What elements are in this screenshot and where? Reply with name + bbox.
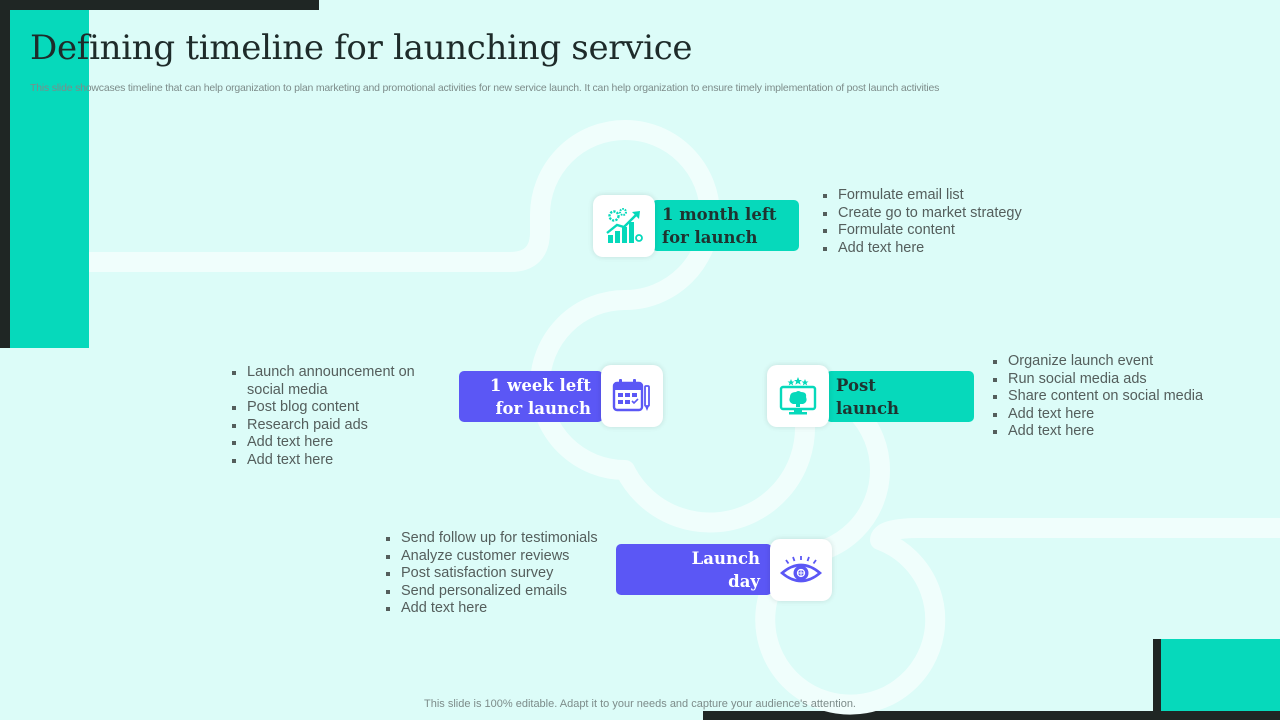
corner-bar-right — [1153, 639, 1161, 720]
list-item: Add text here — [232, 434, 447, 452]
list-item: Formulate email list — [823, 187, 1078, 205]
list-item: Add text here — [993, 406, 1268, 424]
milestone-bullets-1-week: Launch announcement on social media Post… — [229, 364, 447, 470]
list-item: Add text here — [823, 240, 1078, 258]
list-item: Formulate content — [823, 222, 1078, 240]
list-item: Send follow up for testimonials — [386, 530, 641, 548]
list-item: Add text here — [232, 452, 447, 470]
milestone-bullets-1-month: Formulate email list Create go to market… — [820, 187, 1078, 257]
accent-block-right — [1161, 639, 1280, 711]
corner-bar-bottom — [703, 711, 1280, 720]
milestone-label-1-month: 1 month left for launch — [652, 200, 799, 251]
eye-icon — [780, 556, 822, 583]
milestone-label-post-launch: Post launch — [826, 371, 974, 422]
list-item: Post satisfaction survey — [386, 565, 641, 583]
list-item: Organize launch event — [993, 353, 1268, 371]
milestone-bullets-launch-day: Send follow up for testimonials Analyze … — [383, 530, 641, 618]
page-subtitle: This slide showcases timeline that can h… — [30, 82, 940, 94]
list-item: Create go to market strategy — [823, 205, 1078, 223]
milestone-icon-card-1-month — [593, 195, 655, 257]
monitor-brain-stars-icon — [779, 377, 817, 415]
milestone-label-launch-day: Launch day — [616, 544, 772, 595]
milestone-label-text: Launch day — [691, 548, 760, 591]
list-item: Share content on social media — [993, 388, 1268, 406]
list-item: Send personalized emails — [386, 583, 641, 601]
list-item: Add text here — [993, 423, 1268, 441]
list-item: Analyze customer reviews — [386, 548, 641, 566]
list-item: Research paid ads — [232, 417, 447, 435]
calendar-pen-icon — [612, 379, 650, 412]
milestone-label-1-week: 1 week left for launch — [459, 371, 603, 422]
milestone-icon-card-post-launch — [767, 365, 829, 427]
list-item: Post blog content — [232, 399, 447, 417]
corner-bar-left — [0, 0, 10, 348]
footer-note: This slide is 100% editable. Adapt it to… — [424, 698, 856, 710]
milestone-bullets-post-launch: Organize launch event Run social media a… — [990, 353, 1268, 441]
growth-chart-gears-icon — [606, 208, 643, 243]
page-title: Defining timeline for launching service — [30, 28, 693, 68]
milestone-icon-card-launch-day — [770, 539, 832, 601]
milestone-label-text: 1 month left for launch — [662, 204, 777, 247]
milestone-icon-card-1-week — [601, 365, 663, 427]
corner-bar-top — [0, 0, 319, 10]
list-item: Add text here — [386, 600, 641, 618]
milestone-label-text: Post launch — [836, 375, 899, 418]
list-item: Run social media ads — [993, 371, 1268, 389]
accent-block-left — [10, 10, 89, 348]
list-item: Launch announcement on social media — [232, 364, 447, 399]
milestone-label-text: 1 week left for launch — [489, 375, 591, 418]
